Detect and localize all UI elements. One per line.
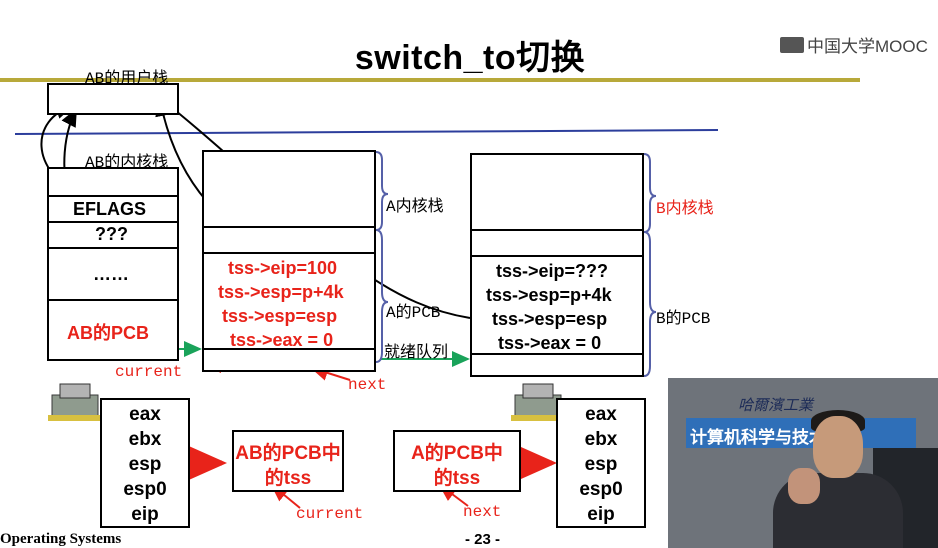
cpu-right-ebx: ebx	[584, 429, 618, 450]
mooc-logo-icon	[780, 36, 804, 53]
b-kernel-brace	[643, 153, 657, 233]
b-tss-line-3: tss->esp=esp	[492, 309, 608, 329]
ellipsis-cell: ……	[93, 264, 129, 284]
cpu-chip-icon-right	[511, 383, 565, 421]
b-tss-line-4: tss->eax = 0	[498, 333, 602, 353]
cpu-left-esp0: esp0	[123, 479, 167, 500]
a-tss-box: A的PCB中 的tss	[393, 430, 521, 492]
b-tss-line-1: tss->eip=???	[496, 261, 609, 281]
cpu-left-ebx: ebx	[128, 429, 162, 450]
b-tss-line-2: tss->esp=p+4k	[486, 285, 612, 305]
ready-queue-label: 就绪队列	[384, 344, 449, 362]
blue-rule	[14, 129, 719, 135]
tss-current-label: current	[296, 505, 364, 523]
cpu-right-eax: eax	[585, 404, 617, 425]
b-stack-box: tss->eip=??? tss->esp=p+4k tss->esp=esp …	[470, 153, 644, 377]
video-sign-banner	[686, 418, 916, 448]
a-kernel-brace	[375, 151, 389, 231]
cpu-left-eip: eip	[131, 504, 159, 525]
a-tss-line-2: tss->esp=p+4k	[218, 282, 344, 302]
cpu-right-registers: eax ebx esp esp0 eip	[556, 398, 646, 528]
cpu-right-eip: eip	[587, 504, 615, 525]
b-pcb-side-label: B的PCB	[656, 310, 711, 328]
lecturer-video: 哈爾濱工業 计算机科学与技术学院	[668, 378, 938, 548]
video-sign-top: 哈爾濱工業	[738, 396, 814, 414]
cpu-left-eax: eax	[129, 404, 161, 425]
ab-tss-line-2: 的tss	[264, 468, 312, 489]
ab-pcb-label: AB的PCB	[67, 323, 150, 343]
a-pcb-side-label: A的PCB	[386, 304, 441, 322]
cpu-right-esp: esp	[584, 454, 618, 475]
video-lecturer-hand	[788, 468, 820, 504]
a-tss-box-line-1: A的PCB中	[411, 443, 503, 464]
ab-tss-box: AB的PCB中 的tss	[232, 430, 344, 492]
a-stack-box: tss->eip=100 tss->esp=p+4k tss->esp=esp …	[202, 150, 376, 372]
a-tss-line-1: tss->eip=100	[228, 258, 338, 278]
eflags-cell: EFLAGS	[73, 199, 147, 219]
b-kernel-stack-label: B内核栈	[656, 200, 714, 218]
ab-tss-line-1: AB的PCB中	[235, 443, 341, 464]
slide-title: switch_to切换	[354, 39, 586, 77]
a-tss-line-3: tss->esp=esp	[222, 306, 338, 326]
a-tss-line-4: tss->eax = 0	[230, 330, 334, 350]
mooc-logo-text: 中国大学MOOC	[807, 37, 928, 56]
cpu-right-esp0: esp0	[579, 479, 623, 500]
ab-user-stack-box	[47, 83, 179, 115]
mooc-logo: 中国大学MOOC	[780, 32, 928, 57]
video-lecturer-head	[813, 416, 863, 478]
cpu-chip-icon-left	[48, 383, 102, 421]
cpu-left-esp: esp	[128, 454, 162, 475]
tss-next-label: next	[463, 503, 502, 521]
b-pcb-brace	[643, 231, 657, 377]
next-label: next	[348, 376, 387, 394]
current-label: current	[115, 363, 183, 381]
a-pcb-brace	[375, 229, 389, 363]
a-tss-box-line-2: 的tss	[433, 468, 481, 489]
footer-page-number: - 23 -	[465, 531, 501, 548]
a-kernel-stack-label: A内核栈	[386, 198, 444, 216]
ab-kernel-stack-box: EFLAGS ??? …… AB的PCB	[47, 167, 179, 361]
footer-course: Operating Systems	[0, 531, 122, 547]
unknown-cell: ???	[95, 224, 128, 244]
cpu-left-registers: eax ebx esp esp0 eip	[100, 398, 190, 528]
